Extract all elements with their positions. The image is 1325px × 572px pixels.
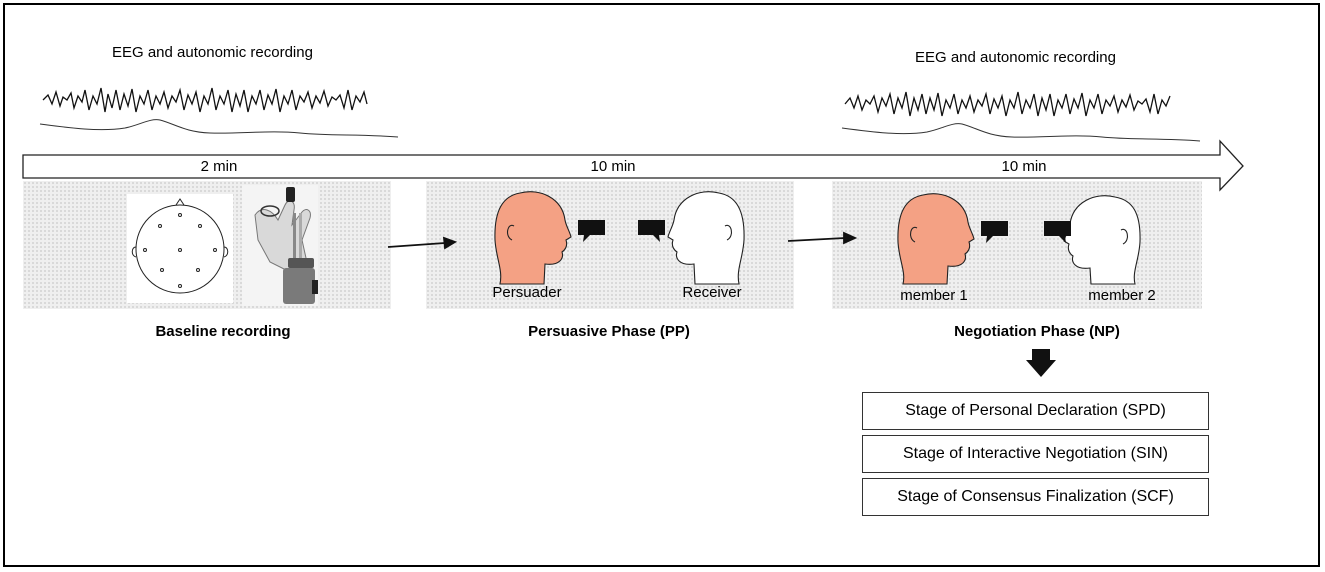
role-member-1: member 1 — [900, 287, 968, 304]
role-receiver: Receiver — [682, 284, 742, 301]
stage-box-sin: Stage of Interactive Negotiation (SIN) — [862, 435, 1209, 473]
phase-title-negotiation: Negotiation Phase (NP) — [954, 323, 1120, 340]
duration-negotiation: 10 min — [1001, 158, 1047, 175]
eeg-waveform-icon — [39, 87, 399, 138]
arrow-right-icon — [387, 236, 458, 250]
head-profile-icon — [1063, 195, 1141, 285]
electrode-cap-icon — [131, 198, 229, 294]
speech-bubble-icon — [1044, 221, 1071, 243]
head-profile-icon — [897, 193, 975, 285]
duration-persuasive: 10 min — [590, 158, 636, 175]
head-profile-icon — [494, 191, 572, 285]
speech-bubble-icon — [981, 221, 1008, 243]
stage-label-scf: Stage of Consensus Finalization (SCF) — [897, 488, 1174, 505]
recording-label-right: EEG and autonomic recording — [915, 49, 1116, 66]
phase-title-baseline: Baseline recording — [155, 323, 291, 340]
eeg-waveform-icon — [841, 91, 1201, 142]
recording-label-left: EEG and autonomic recording — [112, 44, 313, 61]
role-member-2: member 2 — [1088, 287, 1156, 304]
speech-bubble-icon — [638, 220, 665, 242]
head-profile-icon — [667, 191, 745, 285]
stage-label-spd: Stage of Personal Declaration (SPD) — [905, 402, 1166, 419]
phase-title-persuasive: Persuasive Phase (PP) — [528, 323, 690, 340]
stage-label-sin: Stage of Interactive Negotiation (SIN) — [902, 445, 1169, 462]
arrow-right-icon — [787, 231, 858, 245]
timeline-arrow-icon — [22, 139, 1244, 192]
role-persuader: Persuader — [492, 284, 562, 301]
speech-bubble-icon — [578, 220, 605, 242]
stage-box-spd: Stage of Personal Declaration (SPD) — [862, 392, 1209, 430]
stage-box-scf: Stage of Consensus Finalization (SCF) — [862, 478, 1209, 516]
figure-frame — [3, 3, 1320, 567]
negotiation-panel — [832, 181, 1202, 309]
arrow-down-icon — [1026, 349, 1056, 377]
hand-sensor-photo-icon — [254, 187, 318, 304]
duration-baseline: 2 min — [200, 158, 238, 175]
